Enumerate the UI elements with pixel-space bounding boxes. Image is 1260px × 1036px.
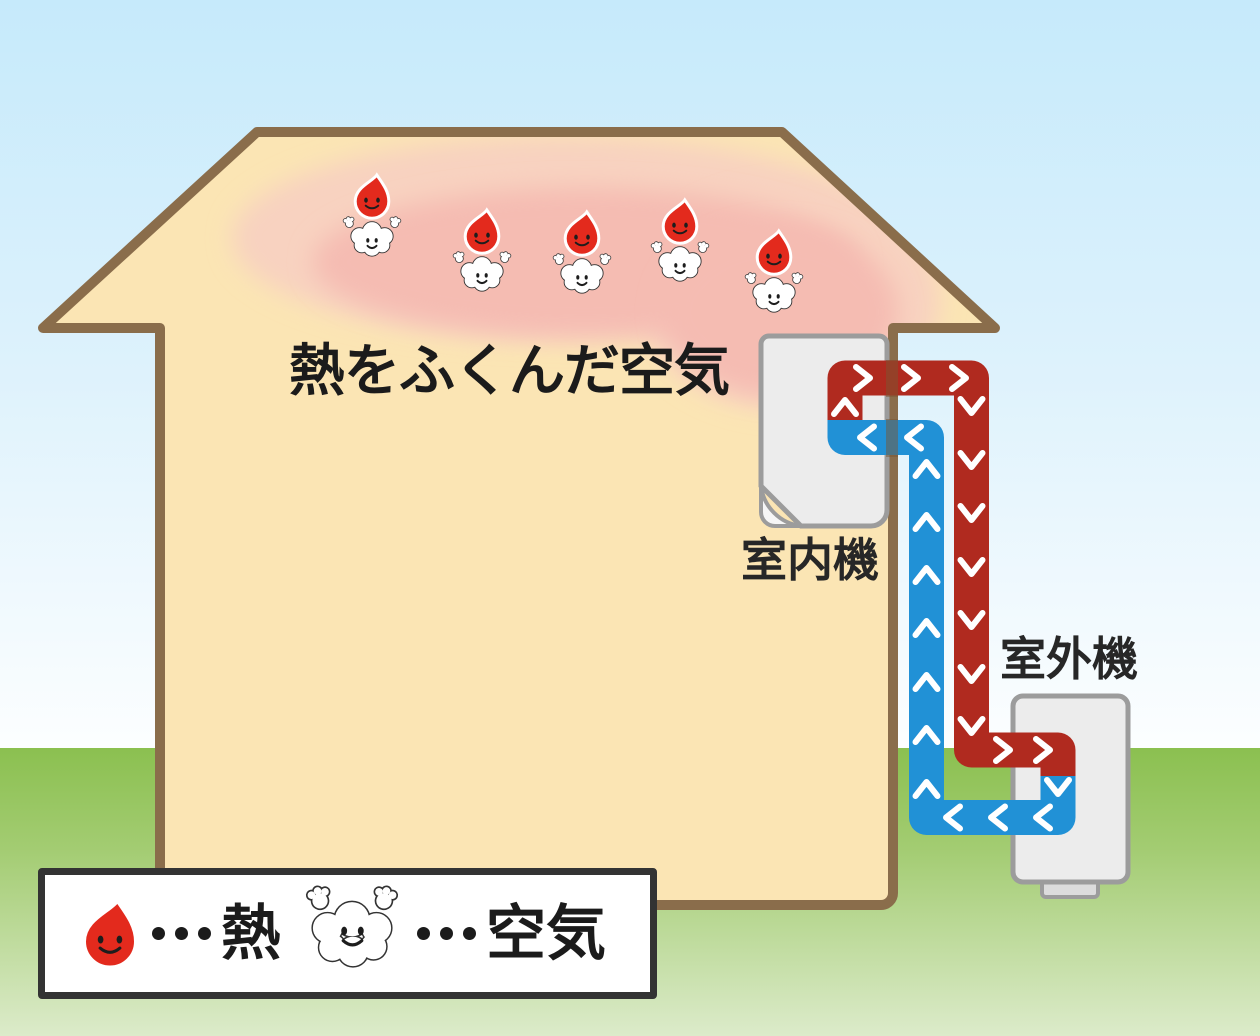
- legend-air-label: 空気: [486, 899, 606, 967]
- cold-pipe: [827, 420, 1076, 835]
- wall-crossing-overlay: [886, 360, 898, 457]
- hot-pipe: [827, 360, 1076, 776]
- heated-air-label: 熱をふくんだ空気: [289, 339, 730, 402]
- indoor-unit-label: 室内機: [741, 534, 879, 586]
- ellipsis-dots: [417, 927, 476, 940]
- outdoor-unit-label: 室外機: [1000, 633, 1138, 685]
- legend-heat-label: 熱: [221, 899, 281, 967]
- hot-drop-icon: [78, 892, 142, 974]
- ellipsis-dots: [152, 927, 211, 940]
- legend: 熱 空気: [38, 868, 657, 999]
- air-cloud-icon: [301, 883, 403, 971]
